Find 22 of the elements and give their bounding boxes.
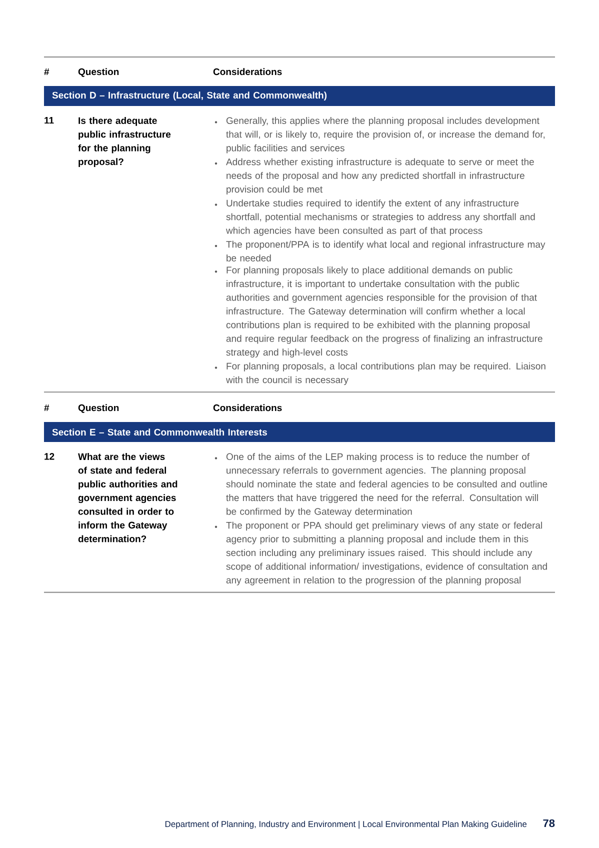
bullet-item: Address whether existing infrastructure is adequate to serve or meet the needs of the proposal and how any predicted shortfall in infrastructure provision could be met xyxy=(226,158,534,195)
page-number: 78 xyxy=(543,819,555,828)
section-band: Section D – Infrastructure (Local, State and Commonwealth) xyxy=(44,86,555,106)
column-header: Question xyxy=(78,68,119,77)
bullet-item: Generally, this applies where the planning proposal includes development that will, or is likely to, require the provision of, or increase the demand for, public facilities and services xyxy=(226,117,545,154)
bullet-item: One of the aims of the LEP making process is to reduce the number of unnecessary referrals to government agencies. The planning proposal should nominate the state and federal agencies to be consulted and outline the matters that have triggered the need for the referral. Consultation will be confirmed by the Gateway determination xyxy=(226,453,548,517)
bullet-item: The proponent or PPA should get preliminary views of any state or federal agency prior to submitting a planning proposal and include them in this section including any preliminary issues raised. This should include any scope of additional information/ investigations, evidence of consultation and any agreement in relation to the progression of the planning proposal xyxy=(226,522,547,586)
question-text: What are the views of state and federal public authorities and government agencies consulted in order to inform the Gateway determination? xyxy=(78,453,178,542)
bullet-item: The proponent/PPA is to identify what local and regional infrastructure may be needed xyxy=(226,240,546,262)
bullet-item: For planning proposals, a local contributions plan may be required. Liaison with the council is necessary xyxy=(226,362,546,386)
column-header: Considerations xyxy=(213,68,282,76)
column-header: Question xyxy=(78,404,119,413)
footer-text: Department of Planning, Industry and Environment | Local Environmental Plan Making Guideline xyxy=(165,820,527,829)
section-band: Section E – State and Commonwealth Interests xyxy=(44,422,555,442)
bullet-item: For planning proposals likely to place additional demands on public infrastructure, it is important to undertake consultation with the public authorities and government agencies responsible for the provision of that infrastructure. The Gateway determination will confirm whether a local contributions plan is required to be exhibited with the planning proposal and require regular feedback on the progress of finalizing an infrastructure strategy and high-level costs xyxy=(226,266,542,358)
row-number: 12 xyxy=(44,453,54,460)
question-text: Is there adequate public infrastructure for the planning proposal? xyxy=(78,117,171,167)
column-header: Considerations xyxy=(213,404,282,412)
column-header: # xyxy=(44,404,50,412)
row-number: 11 xyxy=(44,117,54,124)
bullet-item: Undertake studies required to identify the extent of any infrastructure shortfall, potential mechanisms or strategies to address any shortfall and which agencies have been consulted as part of that process xyxy=(226,200,535,236)
column-header: # xyxy=(44,68,50,75)
